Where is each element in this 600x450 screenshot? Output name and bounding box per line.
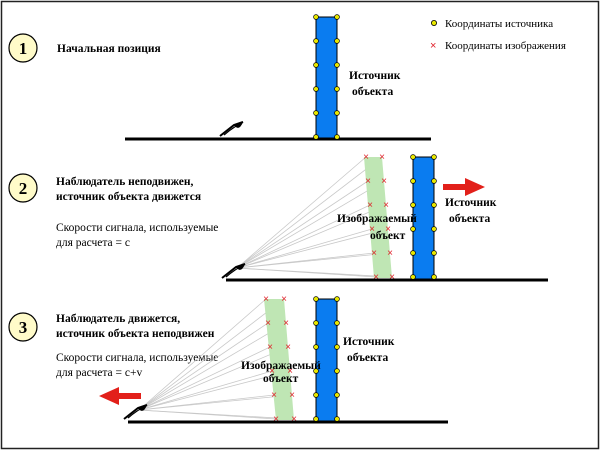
svg-text:×: × [265, 318, 271, 329]
panel-2-image-label-2: объект [370, 230, 406, 242]
svg-text:×: × [387, 248, 393, 259]
legend-image-label: Координаты изображения [445, 40, 566, 52]
svg-text:×: × [363, 152, 369, 163]
svg-text:×: × [285, 342, 291, 353]
panel-2-image-bar [364, 157, 392, 278]
svg-text:×: × [379, 152, 385, 163]
panel-2-badge [8, 173, 38, 203]
svg-text:×: × [263, 294, 269, 305]
panel-3-badge [8, 312, 38, 342]
legend: Координаты источника × Координаты изобра… [430, 18, 566, 52]
svg-text:×: × [291, 414, 297, 425]
panel-1: 1 Начальная позиция Источник объекта [8, 14, 431, 141]
panel-2-source-label-1: Источник [445, 197, 497, 209]
panel-1-badge [8, 33, 38, 63]
panel-3-source-bar [315, 298, 338, 422]
panel-3-note-1: Скорости сигнала, используемые [56, 352, 218, 364]
svg-text:×: × [365, 176, 371, 187]
svg-text:×: × [281, 294, 287, 305]
panel-2-light-rays [236, 156, 393, 278]
panel-2-image-label-1: Изображаемый [337, 213, 417, 225]
panel-3-source-vertices [313, 296, 340, 422]
panel-1-number: 1 [19, 39, 28, 58]
panel-1-source-vertices [313, 14, 340, 140]
svg-text:×: × [283, 318, 289, 329]
svg-text:×: × [269, 366, 275, 377]
panel-3-image-label-1: Изображаемый [241, 360, 321, 372]
panel-2-image-marks: × × × × × × × × × × × × [363, 152, 395, 283]
panel-2: 2 Наблюдатель неподвижен, источник объек… [8, 152, 548, 283]
panel-3-number: 3 [19, 318, 28, 337]
panel-3-source-label-2: объекта [347, 352, 388, 364]
panel-2-observer-eye-icon [221, 263, 246, 279]
panel-3-image-label-2: объект [263, 373, 299, 385]
panel-1-title: Начальная позиция [57, 43, 161, 55]
svg-text:×: × [383, 200, 389, 211]
panel-1-source-label-2: объекта [352, 86, 393, 98]
panel-2-note-1: Скорости сигнала, используемые [56, 222, 218, 234]
legend-source-label: Координаты источника [445, 18, 553, 30]
panel-2-title-1: Наблюдатель неподвижен, [56, 176, 194, 188]
panel-3-image-marks: × × × × × × × × × × × × [263, 294, 297, 425]
panel-3-observer-eye-icon [123, 404, 148, 420]
svg-text:×: × [371, 248, 377, 259]
panel-3: 3 Наблюдатель движется, источник объекта… [8, 294, 448, 425]
svg-text:×: × [381, 176, 387, 187]
legend-image-marker: × [430, 40, 436, 52]
svg-text:×: × [367, 200, 373, 211]
panel-3-title-1: Наблюдатель движется, [56, 313, 180, 325]
panel-3-source-label-1: Источник [343, 336, 395, 348]
panel-2-source-label-2: объекта [449, 213, 490, 225]
legend-source-marker [430, 19, 437, 26]
svg-text:×: × [267, 342, 273, 353]
panel-3-title-2: источник объекта неподвижен [56, 328, 215, 340]
panel-3-motion-arrow-icon [99, 387, 141, 405]
panel-1-source-label-1: Источник [349, 70, 401, 82]
panel-1-source-bar [315, 16, 338, 139]
panel-2-source-bar [412, 156, 435, 280]
panel-3-light-rays [138, 298, 295, 420]
svg-text:×: × [289, 390, 295, 401]
svg-text:×: × [389, 272, 395, 283]
panel-2-source-vertices [410, 154, 437, 280]
panel-3-image-bar [264, 299, 294, 420]
svg-text:×: × [385, 224, 391, 235]
panel-3-note-2: для расчета = c+v [56, 367, 142, 379]
svg-text:×: × [369, 224, 375, 235]
svg-text:×: × [287, 366, 293, 377]
panel-2-title-2: источник объекта движется [56, 191, 201, 203]
svg-text:×: × [373, 272, 379, 283]
panel-2-motion-arrow-icon [443, 178, 485, 196]
svg-text:×: × [271, 390, 277, 401]
panel-2-note-2: для расчета = c [56, 237, 130, 249]
svg-text:×: × [273, 414, 279, 425]
panel-2-number: 2 [19, 179, 28, 198]
panel-1-observer-eye-icon [219, 121, 244, 137]
